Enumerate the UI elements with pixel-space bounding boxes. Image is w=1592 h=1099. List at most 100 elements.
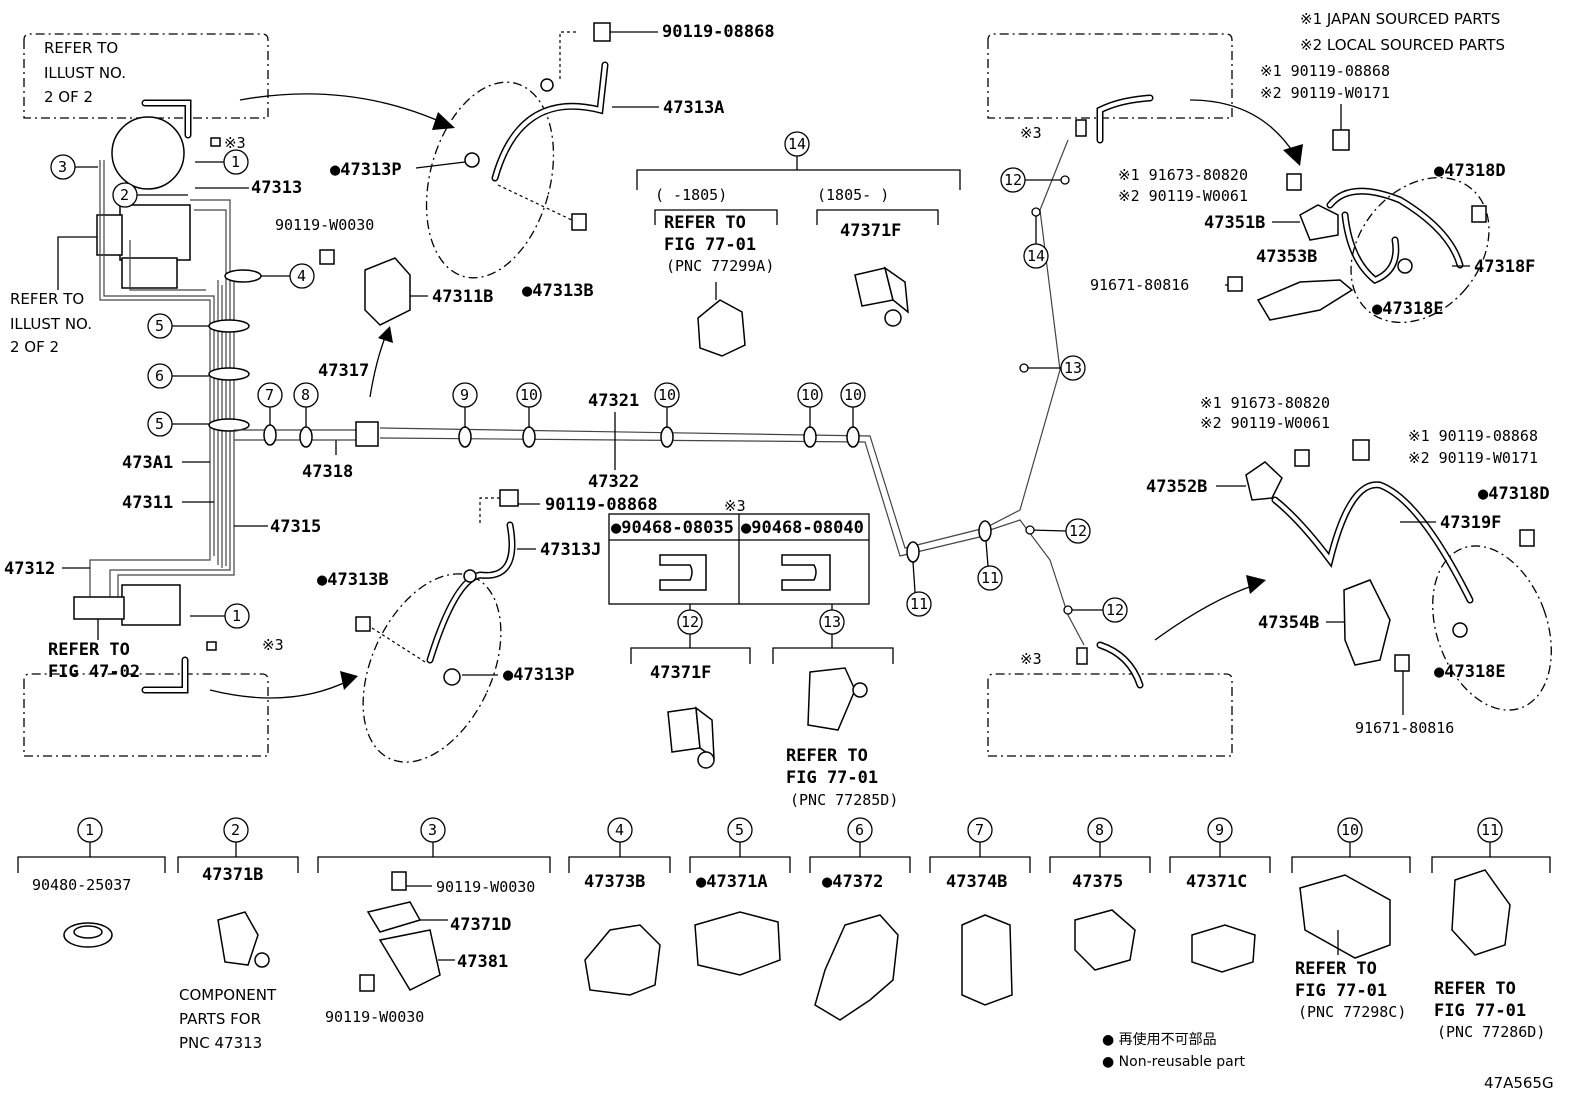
note3-top-right: ※3: [1020, 124, 1042, 142]
label-90119-W0030-top: 90119-W0030: [275, 216, 374, 234]
svg-text:(PNC 77299A): (PNC 77299A): [666, 257, 774, 275]
svg-text:6: 6: [855, 821, 864, 839]
label-47371F-lower: 47371F: [650, 663, 711, 683]
label-90468-08040: ●90468-08040: [741, 518, 864, 538]
callout-1-top: 1: [195, 149, 249, 175]
label-47313P-top: ●47313P: [330, 160, 402, 180]
svg-text:47371D: 47371D: [450, 915, 511, 935]
svg-text:10: 10: [844, 386, 862, 404]
svg-text:FIG 77-01: FIG 77-01: [1295, 981, 1387, 1001]
callout-5-lower: 5: [147, 411, 209, 437]
figure-code: 47A565G: [1484, 1074, 1554, 1092]
refer-fig-4702: REFER TO FIG 47-02: [48, 640, 140, 682]
svg-text:13: 13: [1064, 359, 1082, 377]
arrow-to-detail-top: [239, 93, 449, 126]
callout-12-clip: 12: [630, 604, 751, 664]
svg-text:1: 1: [85, 821, 94, 839]
label-47317: 47317: [318, 361, 369, 381]
refer-illust-top-line2: ILLUST NO.: [44, 64, 126, 82]
arrow-to-detail-lower: [209, 679, 351, 699]
refer-77299A: REFER TO FIG 77-01 (PNC 77299A): [664, 213, 774, 275]
bottom-item-5: 5 ●47371A: [689, 817, 791, 976]
clip-13-part: [807, 667, 868, 731]
bottom-item-1-pn: 90480-25037: [32, 876, 131, 894]
callout-13-clip: 13: [772, 604, 894, 664]
label-47313P-lower: ●47313P: [503, 665, 575, 685]
callout-12-upper: 12: [1000, 167, 1070, 193]
bottom-item-10: 10 REFER TO FIG 77-01 (PNC 77298C): [1291, 817, 1411, 1021]
callout-1-lower: 1: [190, 603, 250, 629]
clip-77299A: [697, 282, 746, 357]
callout-12-lower: 12: [1063, 597, 1128, 623]
label-47313: 47313: [251, 178, 302, 198]
callout-13-right: 13: [1019, 355, 1086, 381]
svg-text:8: 8: [301, 386, 310, 404]
label-47321: 47321: [588, 391, 639, 411]
svg-text:12: 12: [1106, 601, 1124, 619]
callout-10-b: 10: [654, 382, 680, 428]
label-47322: 47322: [588, 472, 639, 492]
label-47313A: 47313A: [663, 98, 724, 118]
note3-clip-table: ※3: [724, 497, 746, 515]
svg-text:47381: 47381: [457, 952, 508, 972]
label-47313B-lower: ●47313B: [317, 570, 389, 590]
svg-text:REFER TO: REFER TO: [1295, 959, 1377, 979]
callout-2-left: 2: [112, 182, 188, 208]
svg-text:5: 5: [735, 821, 744, 839]
bracket-47353B: [1256, 279, 1354, 321]
svg-text:6: 6: [155, 367, 164, 385]
bottom-item-6: 6 ●47372: [809, 817, 911, 1021]
svg-text:FIG 77-01: FIG 77-01: [1434, 1001, 1526, 1021]
svg-text:47373B: 47373B: [584, 872, 645, 892]
label-91671-80816-top: 91671-80816: [1090, 276, 1189, 294]
bottom-item-4: 4 47373B: [568, 817, 671, 996]
callout-14-group: 14 ( -1805) (1805- ): [636, 131, 961, 225]
svg-text:FIG 77-01: FIG 77-01: [786, 768, 878, 788]
label-47318D-top: ●47318D: [1434, 161, 1506, 181]
svg-text:7: 7: [975, 821, 984, 839]
svg-text:9: 9: [460, 386, 469, 404]
clip-table: [608, 513, 870, 605]
label-r-91673-80820: ※1 91673-80820: [1118, 166, 1248, 184]
leader-refer-left: [57, 236, 97, 290]
svg-text:13: 13: [823, 613, 841, 631]
label-r2-90119-W0061: ※2 90119-W0061: [1200, 414, 1330, 432]
label-47313J: 47313J: [540, 540, 601, 560]
svg-text:12: 12: [681, 613, 699, 631]
legend-local-sourced: ※2 LOCAL SOURCED PARTS: [1300, 36, 1505, 54]
svg-text:(PNC 77285D): (PNC 77285D): [790, 791, 898, 809]
arrow-to-detail-right-lower: [1154, 584, 1256, 641]
label-90119-08868-top: 90119-08868: [662, 22, 775, 42]
svg-text:10: 10: [1341, 821, 1359, 839]
label-91671-80816-lower: 91671-80816: [1355, 719, 1454, 737]
callout-10-a: 10: [516, 382, 542, 428]
refer-illust-top-line3: 2 OF 2: [44, 88, 93, 106]
refer-illust-left-line3: 2 OF 2: [10, 338, 59, 356]
label-47311: 47311: [122, 493, 173, 513]
label-47354B: 47354B: [1258, 613, 1319, 633]
svg-text:●47371A: ●47371A: [696, 872, 768, 892]
date-range-before: ( -1805): [655, 186, 727, 204]
svg-text:1: 1: [231, 153, 240, 171]
label-47315: 47315: [270, 517, 321, 537]
callout-9: 9: [452, 382, 478, 428]
svg-text:47371C: 47371C: [1186, 872, 1247, 892]
svg-text:2: 2: [231, 821, 240, 839]
bottom-item-2-note-3: PNC 47313: [179, 1034, 262, 1052]
clip-47371F-top: [854, 266, 909, 327]
svg-text:11: 11: [910, 595, 928, 613]
label-473A1: 473A1: [122, 453, 173, 473]
label-47352B: 47352B: [1146, 477, 1207, 497]
label-47318E-top: ●47318E: [1372, 299, 1444, 319]
callout-10-c: 10: [797, 382, 823, 428]
label-r2-91673-80820: ※1 91673-80820: [1200, 394, 1330, 412]
svg-text:8: 8: [1095, 821, 1104, 839]
note3-lower-right: ※3: [1020, 650, 1042, 668]
refer-illust-left-line2: ILLUST NO.: [10, 315, 92, 333]
label-47312: 47312: [4, 559, 55, 579]
bracket-47311B: [364, 257, 411, 326]
label-47371F-top: 47371F: [840, 221, 901, 241]
svg-text:3: 3: [428, 821, 437, 839]
bottom-item-2-note-1: COMPONENT: [179, 986, 277, 1004]
